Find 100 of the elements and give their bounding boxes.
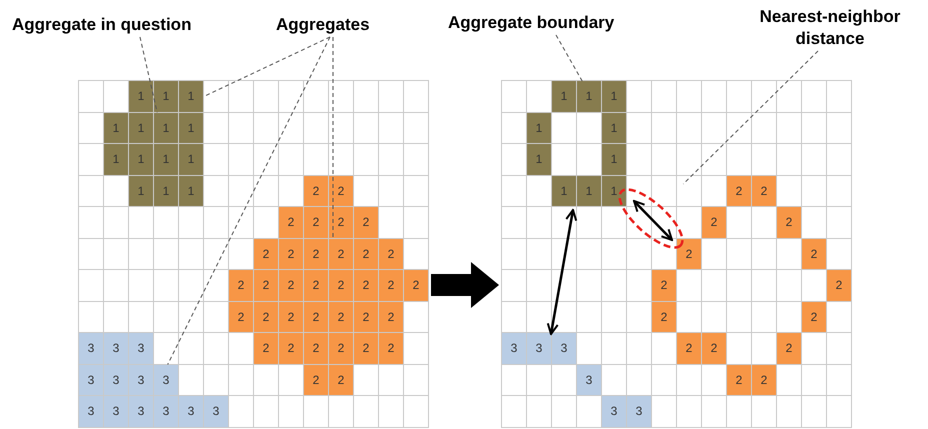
aggregate-cell: 2 [379, 270, 404, 302]
leader-line [140, 36, 158, 113]
aggregate-cell: 1 [179, 81, 204, 112]
aggregate-cell: 2 [752, 176, 777, 207]
leader-line [167, 36, 330, 365]
aggregate-cell: 2 [254, 302, 279, 333]
aggregate-cell: 1 [602, 144, 627, 176]
aggregate-cell: 2 [279, 207, 304, 238]
aggregate-cell: 1 [179, 144, 204, 176]
aggregate-cell: 3 [602, 396, 627, 428]
aggregate-cell: 1 [154, 81, 179, 112]
aggregate-cell: 3 [104, 396, 129, 428]
aggregate-cell: 2 [329, 333, 354, 364]
aggregate-cell: 1 [577, 176, 602, 207]
aggregate-cell: 2 [279, 333, 304, 364]
aggregate-cell: 1 [154, 176, 179, 207]
annotation-label: Nearest-neighbor distance [758, 6, 902, 50]
aggregate-cell: 3 [204, 396, 229, 428]
aggregate-cell: 2 [777, 333, 802, 364]
aggregate-cell: 1 [154, 144, 179, 176]
grid [78, 80, 429, 428]
aggregate-cell: 2 [304, 207, 329, 238]
aggregate-cell: 2 [404, 270, 429, 302]
aggregate-cell: 2 [304, 333, 329, 364]
block-arrow [431, 262, 499, 308]
aggregate-cell: 3 [104, 364, 129, 396]
aggregate-cell: 2 [254, 333, 279, 364]
leader-line [332, 36, 334, 239]
aggregate-cell: 3 [577, 364, 602, 396]
aggregate-cell: 2 [304, 302, 329, 333]
aggregate-cell: 2 [379, 333, 404, 364]
aggregate-cell: 2 [304, 364, 329, 396]
aggregate-cell: 2 [802, 302, 827, 333]
aggregate-cell: 1 [179, 112, 204, 144]
aggregate-cell: 2 [727, 364, 752, 396]
aggregate-cell: 2 [304, 270, 329, 302]
aggregate-cell: 2 [827, 270, 852, 302]
aggregate-cell: 1 [602, 81, 627, 112]
aggregate-cell: 2 [329, 238, 354, 270]
aggregate-cell: 2 [254, 270, 279, 302]
aggregate-cell: 2 [354, 302, 379, 333]
aggregate-cell: 3 [154, 364, 179, 396]
aggregate-cell: 1 [129, 176, 154, 207]
aggregate-cell: 2 [379, 238, 404, 270]
aggregate-cell: 3 [179, 396, 204, 428]
aggregate-cell: 3 [79, 396, 104, 428]
aggregate-cell: 2 [279, 238, 304, 270]
aggregate-cell: 1 [527, 144, 552, 176]
aggregate-cell: 2 [677, 238, 702, 270]
aggregate-cell: 2 [802, 238, 827, 270]
aggregate-cell: 1 [552, 176, 577, 207]
aggregate-cell: 2 [254, 238, 279, 270]
aggregate-cell: 2 [652, 302, 677, 333]
aggregate-cell: 2 [329, 270, 354, 302]
aggregate-cell: 1 [129, 112, 154, 144]
aggregate-cell: 2 [652, 270, 677, 302]
annotation-label: Aggregate in question [12, 14, 192, 36]
aggregate-cell: 3 [627, 396, 652, 428]
aggregate-cell: 1 [602, 176, 627, 207]
aggregate-cell: 2 [304, 238, 329, 270]
aggregate-cell: 1 [577, 81, 602, 112]
aggregate-cell: 1 [602, 112, 627, 144]
leader-line [682, 50, 818, 184]
aggregate-cell: 2 [727, 176, 752, 207]
leader-line [204, 36, 330, 97]
aggregate-cell: 2 [229, 302, 254, 333]
aggregate-cell: 1 [104, 112, 129, 144]
aggregate-cell: 2 [702, 333, 727, 364]
grid [501, 80, 852, 428]
aggregate-cell: 1 [179, 176, 204, 207]
aggregate-cell: 2 [304, 176, 329, 207]
aggregate-cell: 2 [329, 302, 354, 333]
aggregate-cell: 1 [129, 81, 154, 112]
aggregate-cell: 2 [752, 364, 777, 396]
aggregate-cell: 3 [129, 333, 154, 364]
annotation-label: Aggregate boundary [448, 12, 614, 34]
leader-line [556, 34, 583, 82]
aggregate-cell: 3 [79, 364, 104, 396]
aggregate-cell: 2 [329, 207, 354, 238]
aggregate-cell: 3 [104, 333, 129, 364]
aggregate-cell: 2 [229, 270, 254, 302]
aggregate-cell: 3 [527, 333, 552, 364]
aggregate-cell: 2 [777, 207, 802, 238]
aggregate-cell: 2 [354, 270, 379, 302]
aggregate-cell: 3 [502, 333, 527, 364]
aggregate-cell: 1 [104, 144, 129, 176]
annotation-label: Aggregates [276, 14, 370, 36]
aggregate-cell: 2 [354, 238, 379, 270]
aggregate-cell: 2 [279, 302, 304, 333]
aggregate-cell: 2 [279, 270, 304, 302]
aggregate-cell: 3 [154, 396, 179, 428]
aggregate-cell: 3 [129, 396, 154, 428]
aggregate-cell: 2 [329, 364, 354, 396]
aggregate-cell: 2 [677, 333, 702, 364]
aggregate-cell: 3 [552, 333, 577, 364]
aggregate-cell: 1 [552, 81, 577, 112]
aggregate-cell: 3 [129, 364, 154, 396]
aggregate-cell: 2 [379, 302, 404, 333]
aggregate-cell: 1 [527, 112, 552, 144]
aggregate-cell: 1 [129, 144, 154, 176]
